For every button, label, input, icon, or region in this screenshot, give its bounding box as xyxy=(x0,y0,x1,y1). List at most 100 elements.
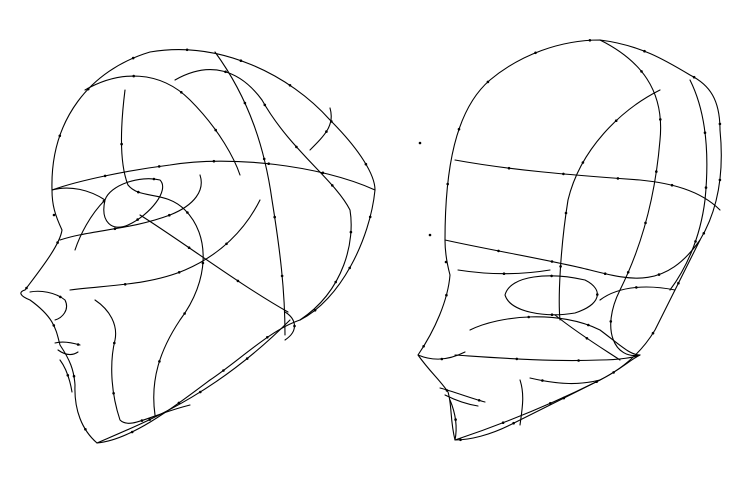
control-point xyxy=(131,56,135,60)
control-point xyxy=(635,286,638,289)
left-head-outline xyxy=(20,49,376,444)
control-point xyxy=(280,274,284,278)
control-point xyxy=(596,293,599,296)
control-point xyxy=(501,421,505,425)
control-point xyxy=(457,127,461,131)
control-points xyxy=(25,39,722,442)
control-point xyxy=(585,337,589,340)
control-point xyxy=(158,360,161,363)
control-point xyxy=(102,199,106,203)
control-point xyxy=(549,402,552,405)
control-point xyxy=(588,39,592,42)
left-jaw-inner xyxy=(94,299,191,424)
control-point xyxy=(562,172,565,176)
control-point xyxy=(541,379,544,382)
control-point xyxy=(704,186,708,189)
control-point xyxy=(692,75,696,79)
control-point xyxy=(718,178,722,182)
right-face-arc xyxy=(599,286,676,301)
control-point xyxy=(263,103,267,107)
control-point xyxy=(512,421,515,425)
isolated-point xyxy=(52,213,56,217)
control-point xyxy=(130,430,134,434)
control-point xyxy=(243,101,247,105)
control-point xyxy=(702,232,706,235)
control-point xyxy=(640,70,643,73)
control-point xyxy=(677,281,680,285)
right-mouth xyxy=(439,387,486,407)
right-meridian-left xyxy=(558,89,661,321)
control-point xyxy=(550,313,554,317)
control-point xyxy=(440,357,444,361)
control-point xyxy=(137,190,140,194)
left-eye-socket xyxy=(103,178,164,228)
control-point xyxy=(136,218,139,221)
right-cheek-arc xyxy=(469,316,641,356)
control-point xyxy=(626,271,630,274)
control-point xyxy=(313,309,317,312)
control-point xyxy=(266,336,269,339)
control-point xyxy=(52,324,56,327)
control-point xyxy=(534,51,537,55)
control-point xyxy=(612,371,615,374)
control-point xyxy=(186,211,189,214)
control-point xyxy=(349,230,353,234)
control-point xyxy=(183,312,186,315)
control-point xyxy=(581,161,585,164)
control-point xyxy=(564,211,568,215)
right-brow-band xyxy=(444,239,701,279)
control-point xyxy=(331,184,334,187)
control-point xyxy=(177,271,181,274)
control-point xyxy=(236,279,240,283)
isolated-point xyxy=(444,260,448,264)
control-point xyxy=(295,145,298,149)
control-point xyxy=(103,174,107,178)
control-point xyxy=(486,80,490,84)
control-point xyxy=(595,380,598,384)
control-point xyxy=(577,359,580,362)
control-point xyxy=(507,166,511,170)
control-point xyxy=(148,418,151,421)
control-point xyxy=(177,401,181,405)
left-nose xyxy=(29,290,68,321)
right-head-outline xyxy=(417,39,722,441)
left-diagonal-line xyxy=(139,214,289,313)
right-meridian-right xyxy=(669,79,708,291)
control-point xyxy=(76,343,80,346)
control-point xyxy=(445,389,449,392)
control-point xyxy=(212,159,216,163)
control-point xyxy=(185,48,189,52)
control-point xyxy=(603,272,607,276)
control-point xyxy=(222,369,225,372)
control-point xyxy=(214,128,217,132)
left-jaw-line xyxy=(96,319,291,444)
isolated-point xyxy=(428,233,432,237)
control-point xyxy=(325,130,328,133)
control-point xyxy=(293,324,296,328)
control-point xyxy=(368,215,372,219)
control-point xyxy=(454,418,457,421)
control-point xyxy=(113,227,117,231)
control-point xyxy=(140,419,144,422)
left-ear-lobe xyxy=(284,311,295,341)
control-point xyxy=(132,74,135,78)
control-point xyxy=(112,392,115,395)
control-point xyxy=(224,70,227,74)
control-point xyxy=(58,134,62,138)
control-point xyxy=(152,177,156,181)
control-point xyxy=(262,157,266,161)
control-point xyxy=(66,374,70,377)
control-point xyxy=(651,331,655,335)
control-point xyxy=(157,165,161,168)
control-point xyxy=(550,260,554,263)
left-crown-arc-2 xyxy=(309,107,332,151)
control-point xyxy=(559,265,562,268)
control-point xyxy=(120,142,123,146)
control-point xyxy=(643,49,646,53)
control-point xyxy=(655,170,658,173)
left-crown-arc xyxy=(84,75,241,176)
control-point xyxy=(659,118,662,121)
isolated-point xyxy=(418,141,422,145)
control-point xyxy=(562,396,566,400)
